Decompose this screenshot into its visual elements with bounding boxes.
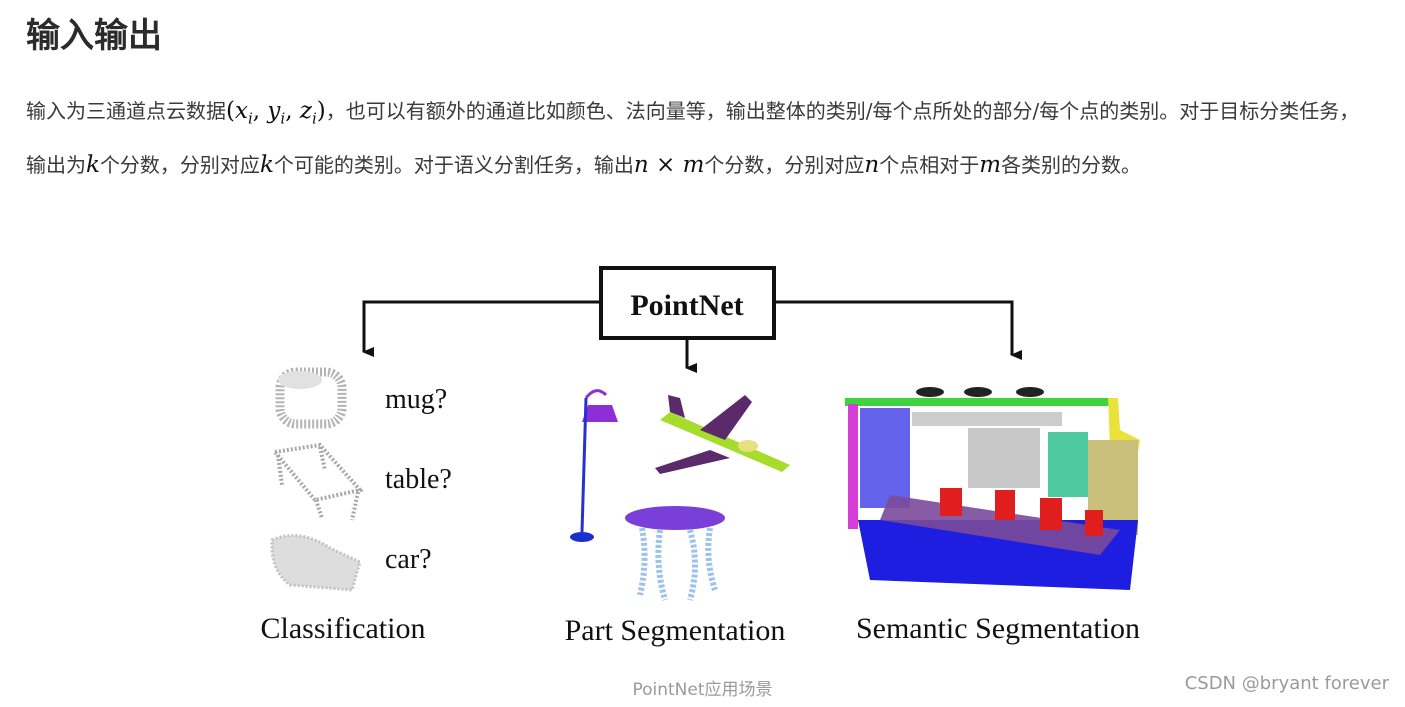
arrow-right <box>774 300 1022 360</box>
text-segment: 各类别的分数。 <box>1001 152 1142 177</box>
table-pointcloud-icon <box>271 442 364 521</box>
classification-title: Classification <box>261 612 426 645</box>
mug-pointcloud-icon <box>275 367 347 429</box>
math-n: n <box>864 151 880 178</box>
semantic-segmentation-title: Semantic Segmentation <box>856 612 1140 645</box>
text-segment: 个点相对于 <box>879 152 980 177</box>
math-xyz: (xi, yi, zi) <box>226 98 326 128</box>
lamp-pointcloud-icon <box>570 389 618 542</box>
part-segmentation-title: Part Segmentation <box>565 614 786 647</box>
text-segment: 输入为三通道点云数据 <box>26 99 226 123</box>
math-k: k <box>86 151 100 178</box>
text-segment: ，也可以有额外的通道比如颜色、法向量等，输出整体的类别/每个点所处的部分/每个点… <box>26 99 1360 177</box>
class-label-mug: mug? <box>385 384 447 415</box>
class-label-table: table? <box>385 464 452 495</box>
math-m: m <box>979 151 1002 178</box>
watermark: CSDN @bryant forever <box>1184 673 1389 694</box>
airplane-pointcloud-icon <box>655 395 790 474</box>
room-pointcloud-icon <box>845 387 1140 590</box>
text-segment: 个分数，分别对应 <box>99 152 260 177</box>
page-title: 输入输出 <box>26 16 162 56</box>
arrow-left <box>362 300 601 357</box>
math-k: k <box>259 151 274 178</box>
math-n-times-m: n × m <box>633 151 705 178</box>
text-segment: 个可能的类别。对于语义分割任务，输出 <box>273 152 634 177</box>
class-label-car: car? <box>385 544 432 575</box>
description-paragraph: 输入为三通道点云数据(xi, yi, zi)，也可以有额外的通道比如颜色、法向量… <box>26 88 1376 188</box>
car-pointcloud-icon <box>270 534 362 592</box>
text-segment: 个分数，分别对应 <box>704 152 865 177</box>
pointnet-label: PointNet <box>630 289 743 322</box>
table-part-pointcloud-icon <box>625 506 725 601</box>
figure-caption: PointNet应用场景 <box>632 680 773 700</box>
